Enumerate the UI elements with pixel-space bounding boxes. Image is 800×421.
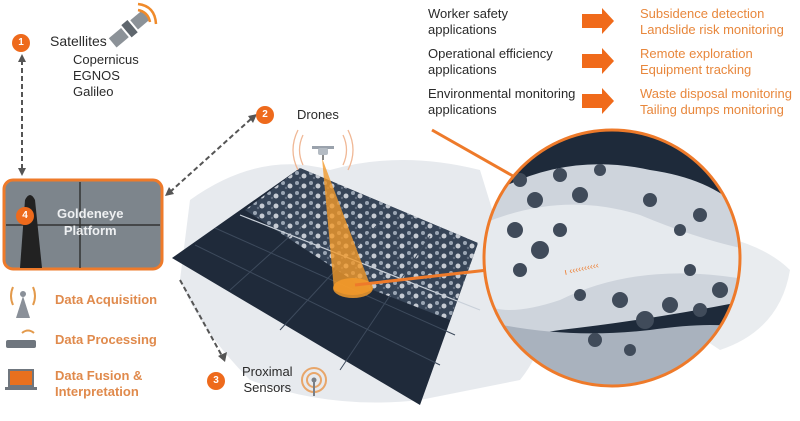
legend-data-fusion: Data Fusion & Interpretation [55, 368, 143, 399]
satellites-label: Satellites [50, 33, 107, 49]
app-category-environmental: Environmental monitoring applications [428, 86, 576, 117]
satellites-list: Copernicus EGNOS Galileo [73, 52, 139, 100]
legend-data-processing: Data Processing [55, 332, 157, 347]
platform-image [2, 178, 164, 271]
satellite-item: EGNOS [73, 68, 120, 83]
satellite-item: Copernicus [73, 52, 139, 67]
app-category-worker-safety: Worker safety applications [428, 6, 508, 37]
satellite-item: Galileo [73, 84, 114, 99]
badge-4: 4 [16, 207, 34, 225]
drone-beam [322, 158, 372, 295]
drones-label: Drones [297, 107, 339, 122]
app-category-operational: Operational efficiency applications [428, 46, 553, 77]
drone-icon [292, 129, 354, 171]
app-uses-environmental: Waste disposal monitoring Tailing dumps … [640, 86, 792, 117]
badge-3: 3 [207, 372, 225, 390]
proximal-label: Proximal Sensors [242, 364, 293, 395]
antenna-icon [301, 367, 327, 396]
platform-label: Goldeneye Platform [57, 206, 124, 238]
badge-1: 1 [12, 34, 30, 52]
legend-data-acquisition: Data Acquisition [55, 292, 158, 307]
app-uses-operational: Remote exploration Equipment tracking [640, 46, 753, 77]
badge-2: 2 [256, 106, 274, 124]
app-uses-worker-safety: Subsidence detection Landslide risk moni… [640, 6, 784, 37]
legend-icons [5, 286, 37, 390]
